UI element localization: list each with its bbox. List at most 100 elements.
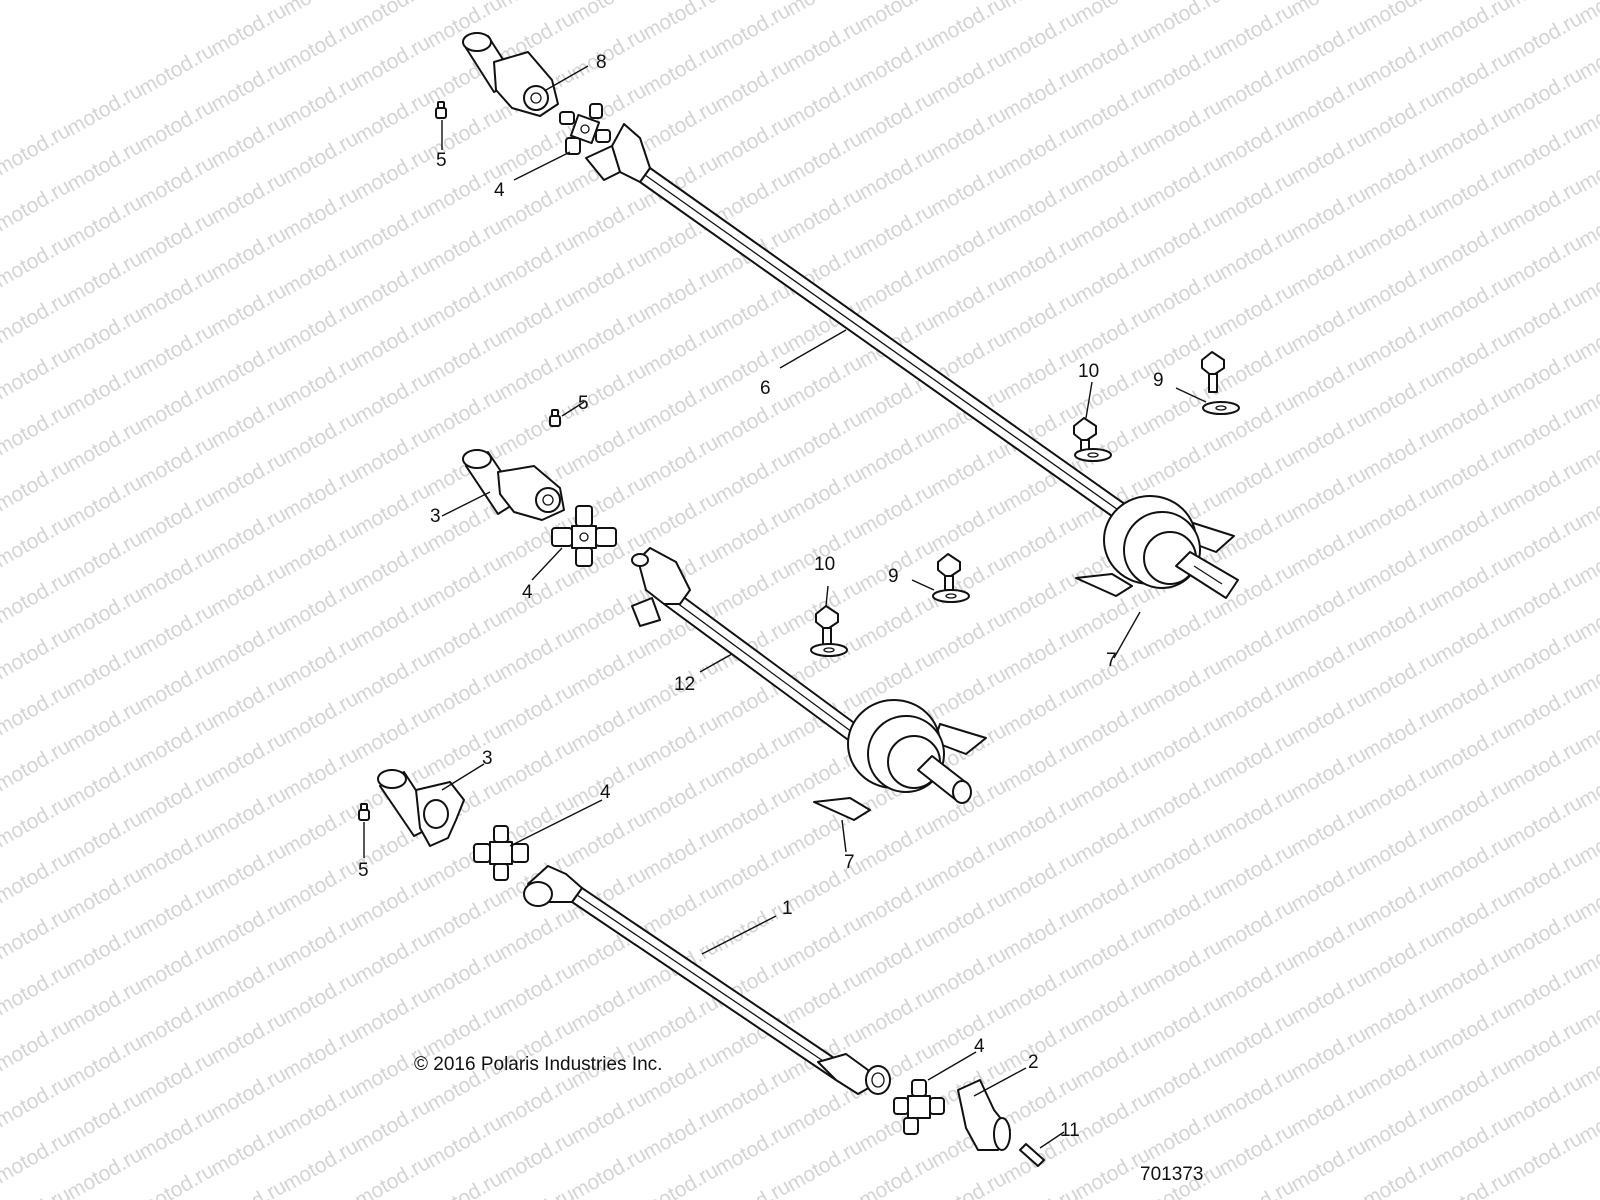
watermark-text: motod.ru bbox=[207, 559, 290, 620]
watermark-text: motod.ru bbox=[999, 175, 1082, 236]
watermark-text: motod.ru bbox=[1071, 751, 1154, 812]
watermark-text: motod.ru bbox=[63, 695, 146, 756]
watermark-text: motod.ru bbox=[1215, 223, 1298, 284]
watermark-text: motod.ru bbox=[927, 999, 1010, 1060]
watermark-text: motod.ru bbox=[351, 1151, 434, 1200]
watermark-text: motod.ru bbox=[1215, 0, 1298, 60]
watermark-text: motod.ru bbox=[1359, 647, 1442, 708]
watermark-text: motod.ru bbox=[783, 967, 866, 1028]
watermark-text: motod.ru bbox=[207, 839, 290, 900]
watermark-text: motod.ru bbox=[1431, 1167, 1514, 1200]
watermark-text: motod.ru bbox=[1071, 247, 1154, 308]
watermark-text: motod.ru bbox=[207, 951, 290, 1012]
watermark-text: motod.ru bbox=[711, 0, 794, 60]
watermark-text: motod.ru bbox=[639, 823, 722, 884]
middle-prop-shaft bbox=[631, 547, 987, 821]
watermark-text: motod.ru bbox=[1143, 879, 1226, 940]
watermark-text: motod.ru bbox=[999, 959, 1082, 1020]
watermark-text: motod.ru bbox=[1359, 983, 1442, 1044]
watermark-text: motod.ru bbox=[639, 0, 722, 44]
watermark-text: motod.ru bbox=[1071, 863, 1154, 924]
watermark-text: motod.ru bbox=[495, 1071, 578, 1132]
watermark-text: motod.ru bbox=[1143, 711, 1226, 772]
watermark-text: motod.ru bbox=[1503, 175, 1586, 236]
watermark-text: motod.ru bbox=[999, 1015, 1082, 1076]
watermark-text: motod.ru bbox=[855, 255, 938, 316]
watermark-text: motod.ru bbox=[351, 591, 434, 652]
watermark-text: motod.ru bbox=[1143, 95, 1226, 156]
watermark-text: motod.ru bbox=[0, 511, 74, 572]
watermark-text: motod.ru bbox=[711, 1119, 794, 1180]
watermark-text: motod.ru bbox=[207, 783, 290, 844]
watermark-text: motod.ru bbox=[279, 911, 362, 972]
watermark-text: motod.ru bbox=[1215, 55, 1298, 116]
watermark-text: motod.ru bbox=[63, 863, 146, 924]
watermark-text: motod.ru bbox=[1503, 679, 1586, 740]
watermark-text: motod.ru bbox=[1431, 1111, 1514, 1172]
watermark-text: motod.ru bbox=[1071, 919, 1154, 980]
watermark-text: motod.ru bbox=[279, 127, 362, 188]
watermark-text: motod.ru bbox=[1431, 383, 1514, 444]
watermark-text: motod.ru bbox=[1503, 399, 1586, 460]
watermark-text: motod.ru bbox=[279, 351, 362, 412]
watermark-text: motod.ru bbox=[711, 55, 794, 116]
watermark-text: motod.ru bbox=[639, 487, 722, 548]
watermark-text: motod.ru bbox=[1287, 687, 1370, 748]
watermark-text: motod.ru bbox=[351, 983, 434, 1044]
watermark-text: motod.ru bbox=[1503, 959, 1586, 1020]
watermark-text: motod.ru bbox=[135, 1159, 218, 1200]
watermark-text: motod.ru bbox=[1143, 599, 1226, 660]
watermark-text: motod.ru bbox=[351, 535, 434, 596]
watermark-text: motod.ru bbox=[1431, 103, 1514, 164]
watermark-text: motod.ru bbox=[423, 943, 506, 1004]
watermark-text: motod.ru bbox=[1143, 151, 1226, 212]
watermark-text: motod.ru bbox=[639, 39, 722, 100]
watermark-text: motod.ru bbox=[1215, 1007, 1298, 1068]
watermark-text: motod.ru bbox=[1071, 1087, 1154, 1148]
watermark-text: motod.ru bbox=[63, 79, 146, 140]
drawing-number: 701373 bbox=[1140, 1164, 1203, 1185]
grease-fitting-lower bbox=[358, 803, 370, 821]
watermark-text: motod.ru bbox=[711, 391, 794, 452]
watermark-text: motod.ru bbox=[1359, 87, 1442, 148]
watermark-text: motod.ru bbox=[1503, 287, 1586, 348]
watermark-text: motod.ru bbox=[927, 103, 1010, 164]
watermark-text: motod.ru bbox=[63, 247, 146, 308]
watermark-text: motod.ru bbox=[1503, 7, 1586, 68]
watermark-text: motod.ru bbox=[63, 471, 146, 532]
callout-2: 2 bbox=[1028, 1052, 1039, 1073]
watermark-text: motod.ru bbox=[711, 783, 794, 844]
callout-10-upper: 10 bbox=[1078, 361, 1099, 382]
watermark-text: motod.ru bbox=[1431, 215, 1514, 276]
watermark-text: motod.ru bbox=[135, 1103, 218, 1164]
callout-4-bottom: 4 bbox=[974, 1036, 985, 1057]
watermark-text: motod.ru bbox=[999, 63, 1082, 124]
bolt-upper bbox=[1073, 417, 1112, 462]
front-prop-shaft bbox=[523, 865, 891, 1095]
watermark-text: motod.ru bbox=[0, 343, 74, 404]
watermark-text: motod.ru bbox=[279, 687, 362, 748]
watermark-text: motod.ru bbox=[855, 423, 938, 484]
watermark-text: motod.ru bbox=[639, 1103, 722, 1164]
watermark-text: motod.ru bbox=[0, 455, 74, 516]
watermark-text: motod.ru bbox=[1359, 591, 1442, 652]
watermark-text: motod.ru bbox=[1503, 63, 1586, 124]
watermark-text: motod.ru bbox=[567, 23, 650, 84]
watermark-text: motod.ru bbox=[279, 15, 362, 76]
watermark-text: motod.ru bbox=[0, 1015, 74, 1076]
watermark-text: motod.ru bbox=[1431, 831, 1514, 892]
watermark-text: motod.ru bbox=[279, 575, 362, 636]
watermark-text: motod.ru bbox=[351, 479, 434, 540]
watermark-text: motod.ru bbox=[351, 647, 434, 708]
watermark-text: motod.ru bbox=[927, 47, 1010, 108]
watermark-text: motod.ru bbox=[855, 143, 938, 204]
watermark-text: motod.ru bbox=[1503, 119, 1586, 180]
watermark-text: motod.ru bbox=[567, 303, 650, 364]
watermark-text: motod.ru bbox=[783, 407, 866, 468]
watermark-text: motod.ru bbox=[135, 599, 218, 660]
watermark-text: motod.ru bbox=[0, 623, 74, 684]
watermark-text: motod.ru bbox=[423, 663, 506, 724]
watermark-text: motod.ru bbox=[639, 991, 722, 1052]
watermark-text: motod.ru bbox=[567, 807, 650, 868]
watermark-text: motod.ru bbox=[207, 615, 290, 676]
